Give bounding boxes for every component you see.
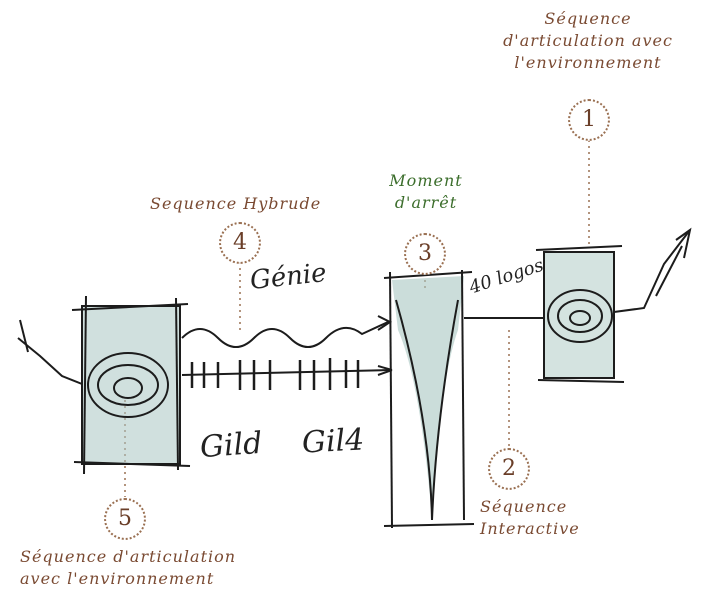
box-left-environment [18, 296, 190, 474]
label-line: Séquence [498, 8, 678, 30]
label-hybrid-sequence: Sequence Hybrude [150, 193, 321, 215]
sequence-lines [182, 316, 544, 375]
label-line: Interactive [480, 518, 580, 540]
label-bottom-left-sequence: Séquence d'articulation avec l'environne… [20, 546, 236, 590]
marker-2: 2 [488, 448, 530, 490]
handwriting-gil4: Gil4 [301, 422, 365, 460]
column-moment [384, 270, 474, 528]
marker-4: 4 [219, 222, 261, 264]
label-line: avec l'environnement [20, 568, 236, 590]
marker-1: 1 [568, 99, 610, 141]
label-moment-arret: Moment d'arrêt [376, 170, 476, 214]
label-line: l'environnement [498, 52, 678, 74]
label-line: d'articulation avec [498, 30, 678, 52]
handwriting-gild: Gild [199, 426, 264, 465]
label-interactive-sequence: Séquence Interactive [480, 496, 580, 540]
label-line: Séquence [480, 496, 580, 518]
box-right-environment [536, 230, 690, 382]
label-line: Séquence d'articulation [20, 546, 236, 568]
sequence-ticks [192, 358, 358, 390]
label-line: d'arrêt [376, 192, 476, 214]
label-top-right-sequence: Séquence d'articulation avec l'environne… [498, 8, 678, 74]
marker-3: 3 [404, 233, 446, 275]
label-line: Moment [376, 170, 476, 192]
marker-5: 5 [104, 498, 146, 540]
